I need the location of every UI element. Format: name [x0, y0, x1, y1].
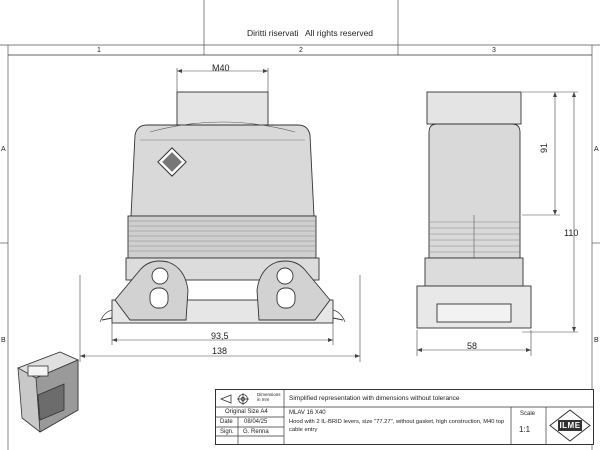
- original-size: Original Size A4: [225, 409, 268, 415]
- sign-value: G. Renna: [243, 429, 269, 435]
- projection-caption: Dimensions in mm: [257, 392, 281, 402]
- zone-row-a-right: A: [594, 146, 599, 153]
- projection-symbol-icon: [219, 393, 249, 405]
- date-value: 08/04/25: [244, 419, 268, 425]
- sign-label: Sign.: [220, 429, 234, 435]
- title-block: Dimensions in mm Simplified representati…: [215, 389, 594, 445]
- part-code: MLAV 16 X40: [289, 410, 326, 416]
- rights-reserved-it: Diritti riservati: [247, 28, 299, 38]
- drawing-note: Simplified representation with dimension…: [289, 395, 460, 402]
- scale-value: 1:1: [519, 425, 531, 434]
- zone-column-2: 2: [299, 47, 303, 54]
- dimension-m40: M40: [212, 63, 230, 73]
- logo-text: ILME: [559, 421, 581, 430]
- zone-row-b-right: B: [594, 337, 599, 344]
- dimension-110: 110: [564, 228, 579, 238]
- dimension-138: 138: [212, 346, 228, 356]
- zone-row-a-left: A: [1, 146, 6, 153]
- date-label: Date: [220, 419, 233, 425]
- front-dimensions: [79, 68, 361, 362]
- dimension-91: 91: [539, 142, 549, 153]
- side-dimensions: [416, 91, 578, 356]
- front-view: [101, 91, 344, 324]
- zone-row-b-left: B: [1, 337, 6, 344]
- title-block-grid: [216, 390, 593, 444]
- part-description: Hood with 2 IL-BRID levers, size "77.27"…: [289, 419, 505, 433]
- scale-label: Scale: [520, 411, 536, 417]
- side-view: [416, 91, 532, 329]
- zone-column-3: 3: [492, 47, 496, 54]
- dimension-58: 58: [467, 341, 478, 351]
- dimension-93-5: 93,5: [211, 331, 229, 341]
- iso-preview: [17, 351, 79, 433]
- rights-reserved-en: All rights reserved: [305, 28, 374, 38]
- zone-column-1: 1: [97, 47, 101, 54]
- ilme-logo: ILME: [549, 409, 591, 442]
